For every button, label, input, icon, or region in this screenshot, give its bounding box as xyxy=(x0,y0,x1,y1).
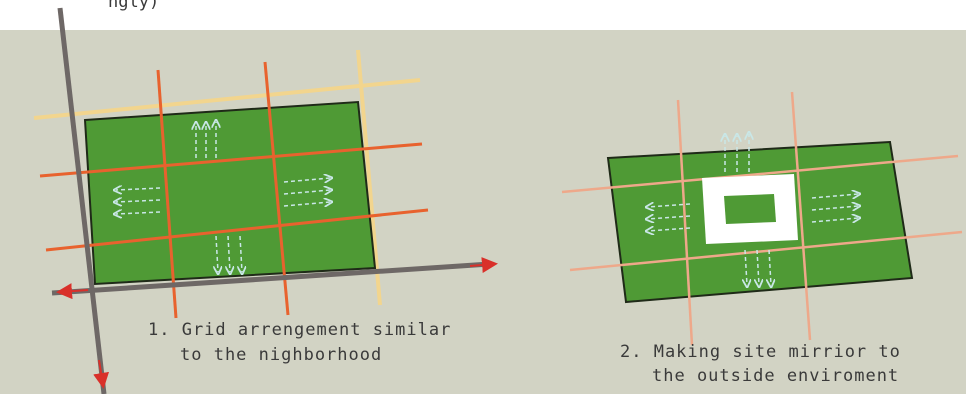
grid-line-light-v1 xyxy=(676,99,694,346)
cut-off-heading-text: ngly) xyxy=(108,0,160,12)
road-horizontal xyxy=(51,261,491,296)
flow-arrows-left-1 xyxy=(116,188,161,214)
site-parcel-1 xyxy=(83,100,377,286)
flow-arrows-right-2 xyxy=(811,194,858,222)
yellow-street-horizontal xyxy=(33,78,421,120)
flow-arrows-down-2 xyxy=(745,249,771,285)
diagram-2-caption-line-1: 2. Making site mirrior to xyxy=(620,342,901,362)
flow-arrows-left-2 xyxy=(648,204,691,231)
flow-arrows-up-2 xyxy=(725,134,749,172)
diagram-1-caption-line-2: to the nighborhood xyxy=(180,345,383,365)
road-arrow-down xyxy=(93,359,110,389)
diagram-1-grid-arrangement xyxy=(33,7,498,394)
yellow-street-vertical xyxy=(356,49,382,306)
flow-arrows-up-1 xyxy=(196,122,216,158)
diagram-1-caption-line-1: 1. Grid arrengement similar xyxy=(148,320,452,340)
grid-line-h1 xyxy=(39,142,423,178)
flow-arrows-down-1 xyxy=(216,235,242,272)
road-arrow-left xyxy=(56,283,89,300)
grid-line-light-v2 xyxy=(790,91,812,341)
grid-line-v2 xyxy=(263,61,290,316)
grid-line-h2 xyxy=(45,208,429,252)
road-vertical xyxy=(57,7,107,394)
courtyard-center xyxy=(724,194,776,224)
grid-line-light-h2 xyxy=(569,230,963,272)
diagram-2-caption-line-2: the outside enviroment xyxy=(652,366,900,386)
flow-arrows-right-1 xyxy=(283,178,330,206)
grid-line-v1 xyxy=(156,69,178,319)
diagram-2-mirror-site xyxy=(561,91,963,346)
grid-line-light-h1 xyxy=(561,154,959,194)
road-arrow-right xyxy=(469,257,498,273)
